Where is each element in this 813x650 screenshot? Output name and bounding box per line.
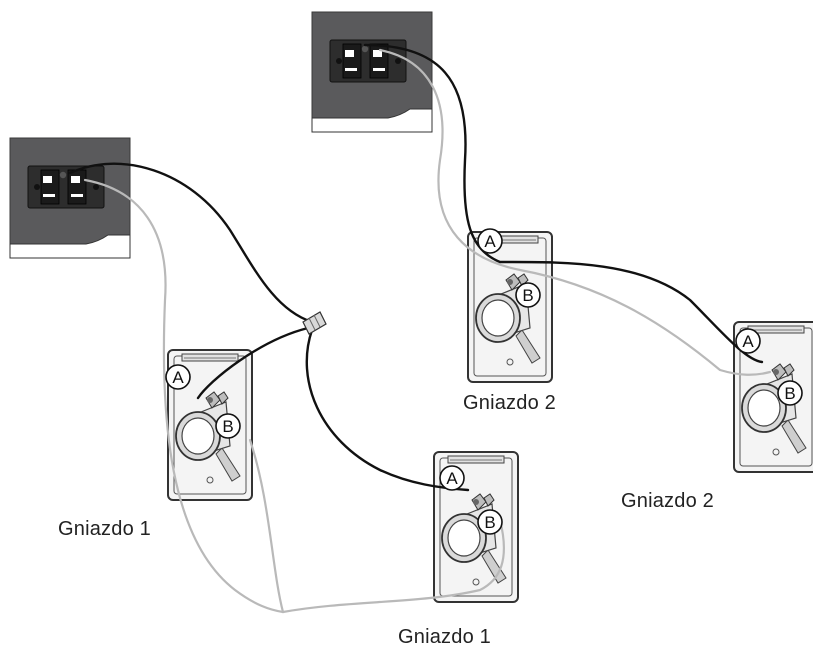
marker-b-top: B: [515, 282, 541, 308]
svg-text:A: A: [446, 469, 458, 488]
marker-a-bottom: A: [439, 465, 465, 491]
socket-top: [467, 231, 553, 383]
svg-text:B: B: [522, 286, 533, 305]
wire-junction-connector: [302, 311, 327, 335]
terminal-panel-left: [9, 137, 131, 259]
caption-socket-bottom: Gniazdo 1: [398, 626, 491, 648]
terminal-panel-top: [311, 11, 433, 133]
caption-socket-top: Gniazdo 2: [463, 392, 556, 414]
marker-a-right: A: [735, 328, 761, 354]
marker-b-bottom: B: [477, 509, 503, 535]
wire-black-left-panel: [68, 162, 314, 324]
marker-a-left: A: [165, 364, 191, 390]
wire-grey-left-panel: [83, 178, 285, 614]
marker-a-top: A: [477, 228, 503, 254]
wire-grey-top-right: [378, 48, 772, 376]
wire-black-bottom-socket: [305, 328, 470, 492]
caption-socket-left: Gniazdo 1: [58, 518, 151, 540]
wire-black-left-socket: [196, 326, 310, 400]
marker-b-right: B: [777, 380, 803, 406]
svg-text:A: A: [742, 332, 754, 351]
caption-socket-right: Gniazdo 2: [621, 490, 714, 512]
svg-text:A: A: [172, 368, 184, 387]
svg-text:B: B: [222, 417, 233, 436]
wire-grey-left-socket: [248, 438, 285, 614]
svg-text:B: B: [484, 513, 495, 532]
wire-grey-bottom-socket: [281, 518, 505, 614]
svg-text:B: B: [784, 384, 795, 403]
marker-b-left: B: [215, 413, 241, 439]
svg-text:A: A: [484, 232, 496, 251]
wire-black-top-right: [363, 43, 764, 364]
